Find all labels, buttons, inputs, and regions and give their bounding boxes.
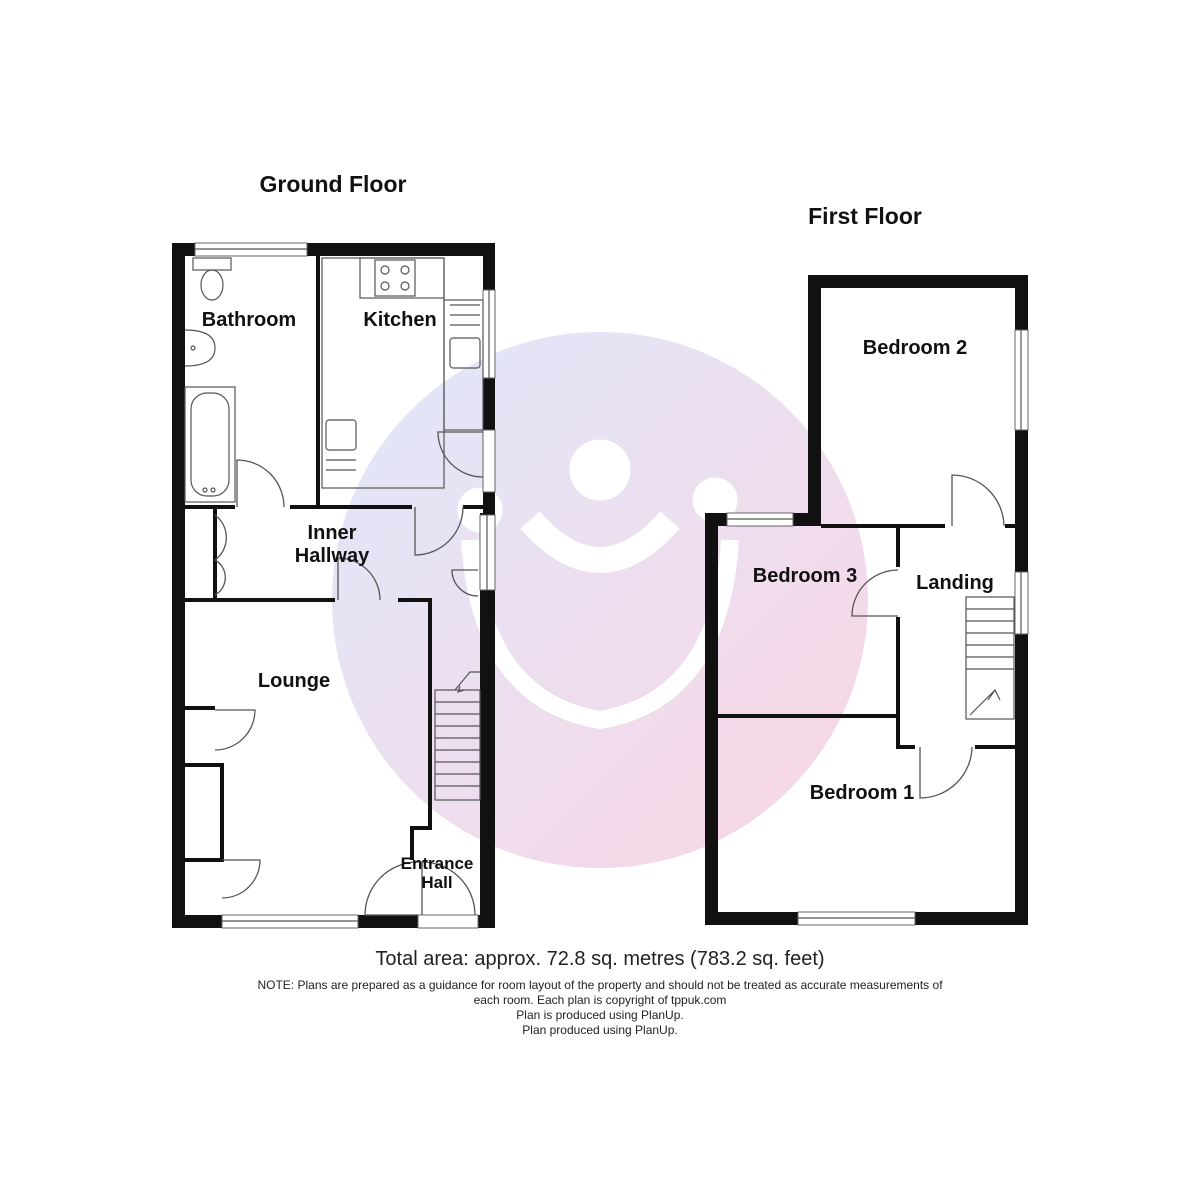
- footer: Total area: approx. 72.8 sq. metres (783…: [0, 940, 1200, 1038]
- room-label-inner-hallway-line1: Inner: [308, 522, 357, 544]
- kitchen-sink-2-icon: [325, 419, 357, 451]
- room-label-bedroom3: Bedroom 3: [753, 565, 857, 587]
- kitchen-sink-icon: [449, 337, 481, 369]
- first-floor-internal-walls: [718, 524, 1015, 749]
- back-door-icon: [437, 431, 484, 478]
- note-line-4: Plan produced using PlanUp.: [522, 1023, 678, 1037]
- basin: [184, 329, 216, 367]
- room-label-bedroom2: Bedroom 2: [863, 337, 967, 359]
- bathroom-door-icon: [236, 459, 285, 508]
- first-floor-doors: [851, 474, 1005, 799]
- lounge-cupboard-door-icon: [214, 709, 256, 751]
- toilet-cistern: [192, 257, 232, 271]
- hob-icon: [374, 259, 416, 297]
- bath: [184, 386, 236, 503]
- front-door-icon: [421, 861, 476, 916]
- ground-floor-stairs-icon: [434, 671, 481, 801]
- entrance-door-icon: [364, 861, 419, 916]
- room-label-kitchen: Kitchen: [363, 309, 436, 331]
- room-label-bathroom: Bathroom: [202, 309, 296, 331]
- understairs-door-icon: [451, 569, 479, 597]
- kitchen-door-icon: [414, 506, 464, 556]
- room-label-inner-hallway-line2: Hallway: [295, 545, 370, 567]
- total-area-text: Total area: approx. 72.8 sq. metres (783…: [375, 948, 825, 970]
- room-label-lounge: Lounge: [258, 670, 330, 692]
- note-line-2: each room. Each plan is copyright of tpp…: [473, 993, 727, 1007]
- note-line-3: Plan is produced using PlanUp.: [516, 1008, 684, 1022]
- toilet-bowl: [200, 269, 224, 301]
- ground-floor-internal-walls: [185, 256, 483, 862]
- room-label-bedroom1: Bedroom 1: [810, 782, 914, 804]
- ground-floor-doors: [214, 431, 484, 916]
- note-line-1: NOTE: Plans are prepared as a guidance f…: [257, 978, 943, 992]
- first-floor-stairs-icon: [965, 596, 1015, 720]
- kitchen-fixtures: [321, 257, 484, 489]
- bathroom-fixtures: [184, 257, 236, 503]
- first-floor-plan: Bedroom 2 Bedroom 3 Landing Bedroom 1: [705, 275, 1029, 926]
- lounge-door-icon: [337, 557, 381, 601]
- room-label-entrance-hall-line1: Entrance: [401, 854, 474, 873]
- lounge-cupboard-2-door-icon: [221, 859, 261, 899]
- ground-floor-title: Ground Floor: [260, 171, 407, 197]
- kitchen-worktop-right: [443, 299, 484, 431]
- bedroom3-door-icon: [851, 569, 899, 617]
- ground-floor-plan: Bathroom Kitchen Inner Hallway Lounge En…: [172, 242, 496, 929]
- bedroom1-door-icon: [919, 746, 973, 799]
- first-floor-windows: [726, 329, 1029, 926]
- ground-floor-windows: [194, 242, 496, 929]
- first-floor-title: First Floor: [808, 203, 922, 229]
- room-label-landing: Landing: [916, 572, 994, 594]
- watermark-circle: [332, 332, 868, 868]
- floor-plan-drawing: Ground Floor First Floor: [172, 171, 1029, 929]
- room-label-entrance-hall-line2: Hall: [421, 873, 452, 892]
- bedroom2-door-icon: [951, 474, 1005, 527]
- cupboard-door-icon: [214, 514, 227, 596]
